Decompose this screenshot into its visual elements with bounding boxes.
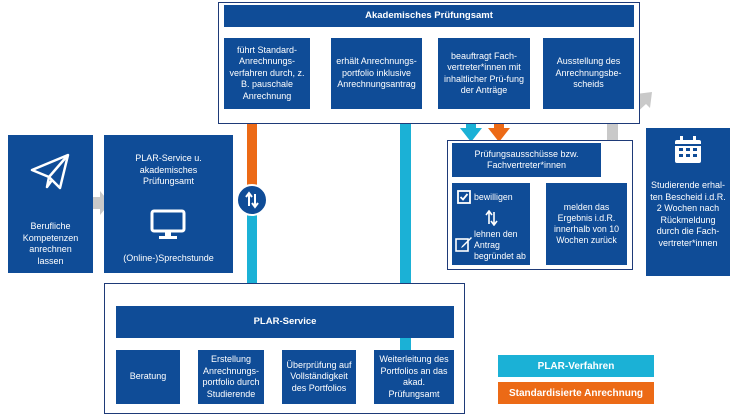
legend-standard: Standardisierte Anrechnung bbox=[498, 382, 654, 404]
bewilligen-lehnen-box: bewilligen lehnen den Antrag begründet a… bbox=[452, 183, 530, 265]
plar-step-ueberpruefung: Überprüfung auf Vollständigkeit des Port… bbox=[282, 350, 356, 404]
bewilligen-label: bewilligen bbox=[474, 192, 513, 202]
bescheid-box: Studierende erhal-ten Bescheid i.d.R. 2 … bbox=[646, 128, 730, 276]
plar-step-beratung: Beratung bbox=[116, 350, 180, 404]
plar-step-weiterleitung: Weiterleitung des Portfolios an das akad… bbox=[374, 350, 454, 404]
service-sprechstunde-box: PLAR-Service u. akademisches Prüfungsamt… bbox=[104, 135, 233, 273]
swap-arrows-icon bbox=[245, 191, 259, 209]
paper-plane-icon bbox=[30, 153, 70, 190]
arrow-orange-up-shaft bbox=[247, 117, 257, 187]
akad-title: Akademisches Prüfungsamt bbox=[224, 5, 634, 27]
akad-box-fuehrt: führt Standard-Anrechnungs-verfahren dur… bbox=[224, 38, 310, 109]
plar-title: PLAR-Service bbox=[116, 306, 454, 338]
checkbox-check-icon bbox=[457, 190, 471, 204]
plar-step-erstellung: Erstellung Anrechnungs-portfolio durch S… bbox=[198, 350, 264, 404]
calendar-icon bbox=[675, 136, 701, 163]
bescheid-label: Studierende erhal-ten Bescheid i.d.R. 2 … bbox=[650, 180, 726, 248]
akad-box-beauftragt: beauftragt Fach-vertreter*innen mit inha… bbox=[438, 38, 530, 109]
arrow-cyan-down-shaft bbox=[247, 214, 257, 294]
akad-box-erhaelt: erhält Anrechnungs-portfolio inklusive A… bbox=[331, 38, 422, 109]
sprechstunde-label: (Online-)Sprechstunde bbox=[123, 253, 214, 263]
berufliche-label: Berufliche Kompetenzen anrechnen lassen bbox=[22, 221, 79, 266]
swap-circle bbox=[236, 184, 268, 216]
legend-plar: PLAR-Verfahren bbox=[498, 355, 654, 377]
monitor-icon bbox=[150, 209, 186, 239]
edit-icon bbox=[455, 237, 472, 252]
pruef-title: Prüfungsausschüsse bzw. Fachvertreter*in… bbox=[452, 143, 601, 177]
swap-arrows-small-icon bbox=[485, 210, 498, 226]
service-title: PLAR-Service u. akademisches Prüfungsamt bbox=[135, 153, 202, 186]
akad-box-ausstellung: Ausstellung des Anrechnungsbe-scheids bbox=[543, 38, 634, 109]
melden-box: melden das Ergebnis i.d.R. innerhalb von… bbox=[546, 183, 627, 265]
lehnen-label: lehnen den Antrag begründet ab bbox=[474, 229, 526, 261]
berufliche-box: Berufliche Kompetenzen anrechnen lassen bbox=[8, 135, 93, 273]
